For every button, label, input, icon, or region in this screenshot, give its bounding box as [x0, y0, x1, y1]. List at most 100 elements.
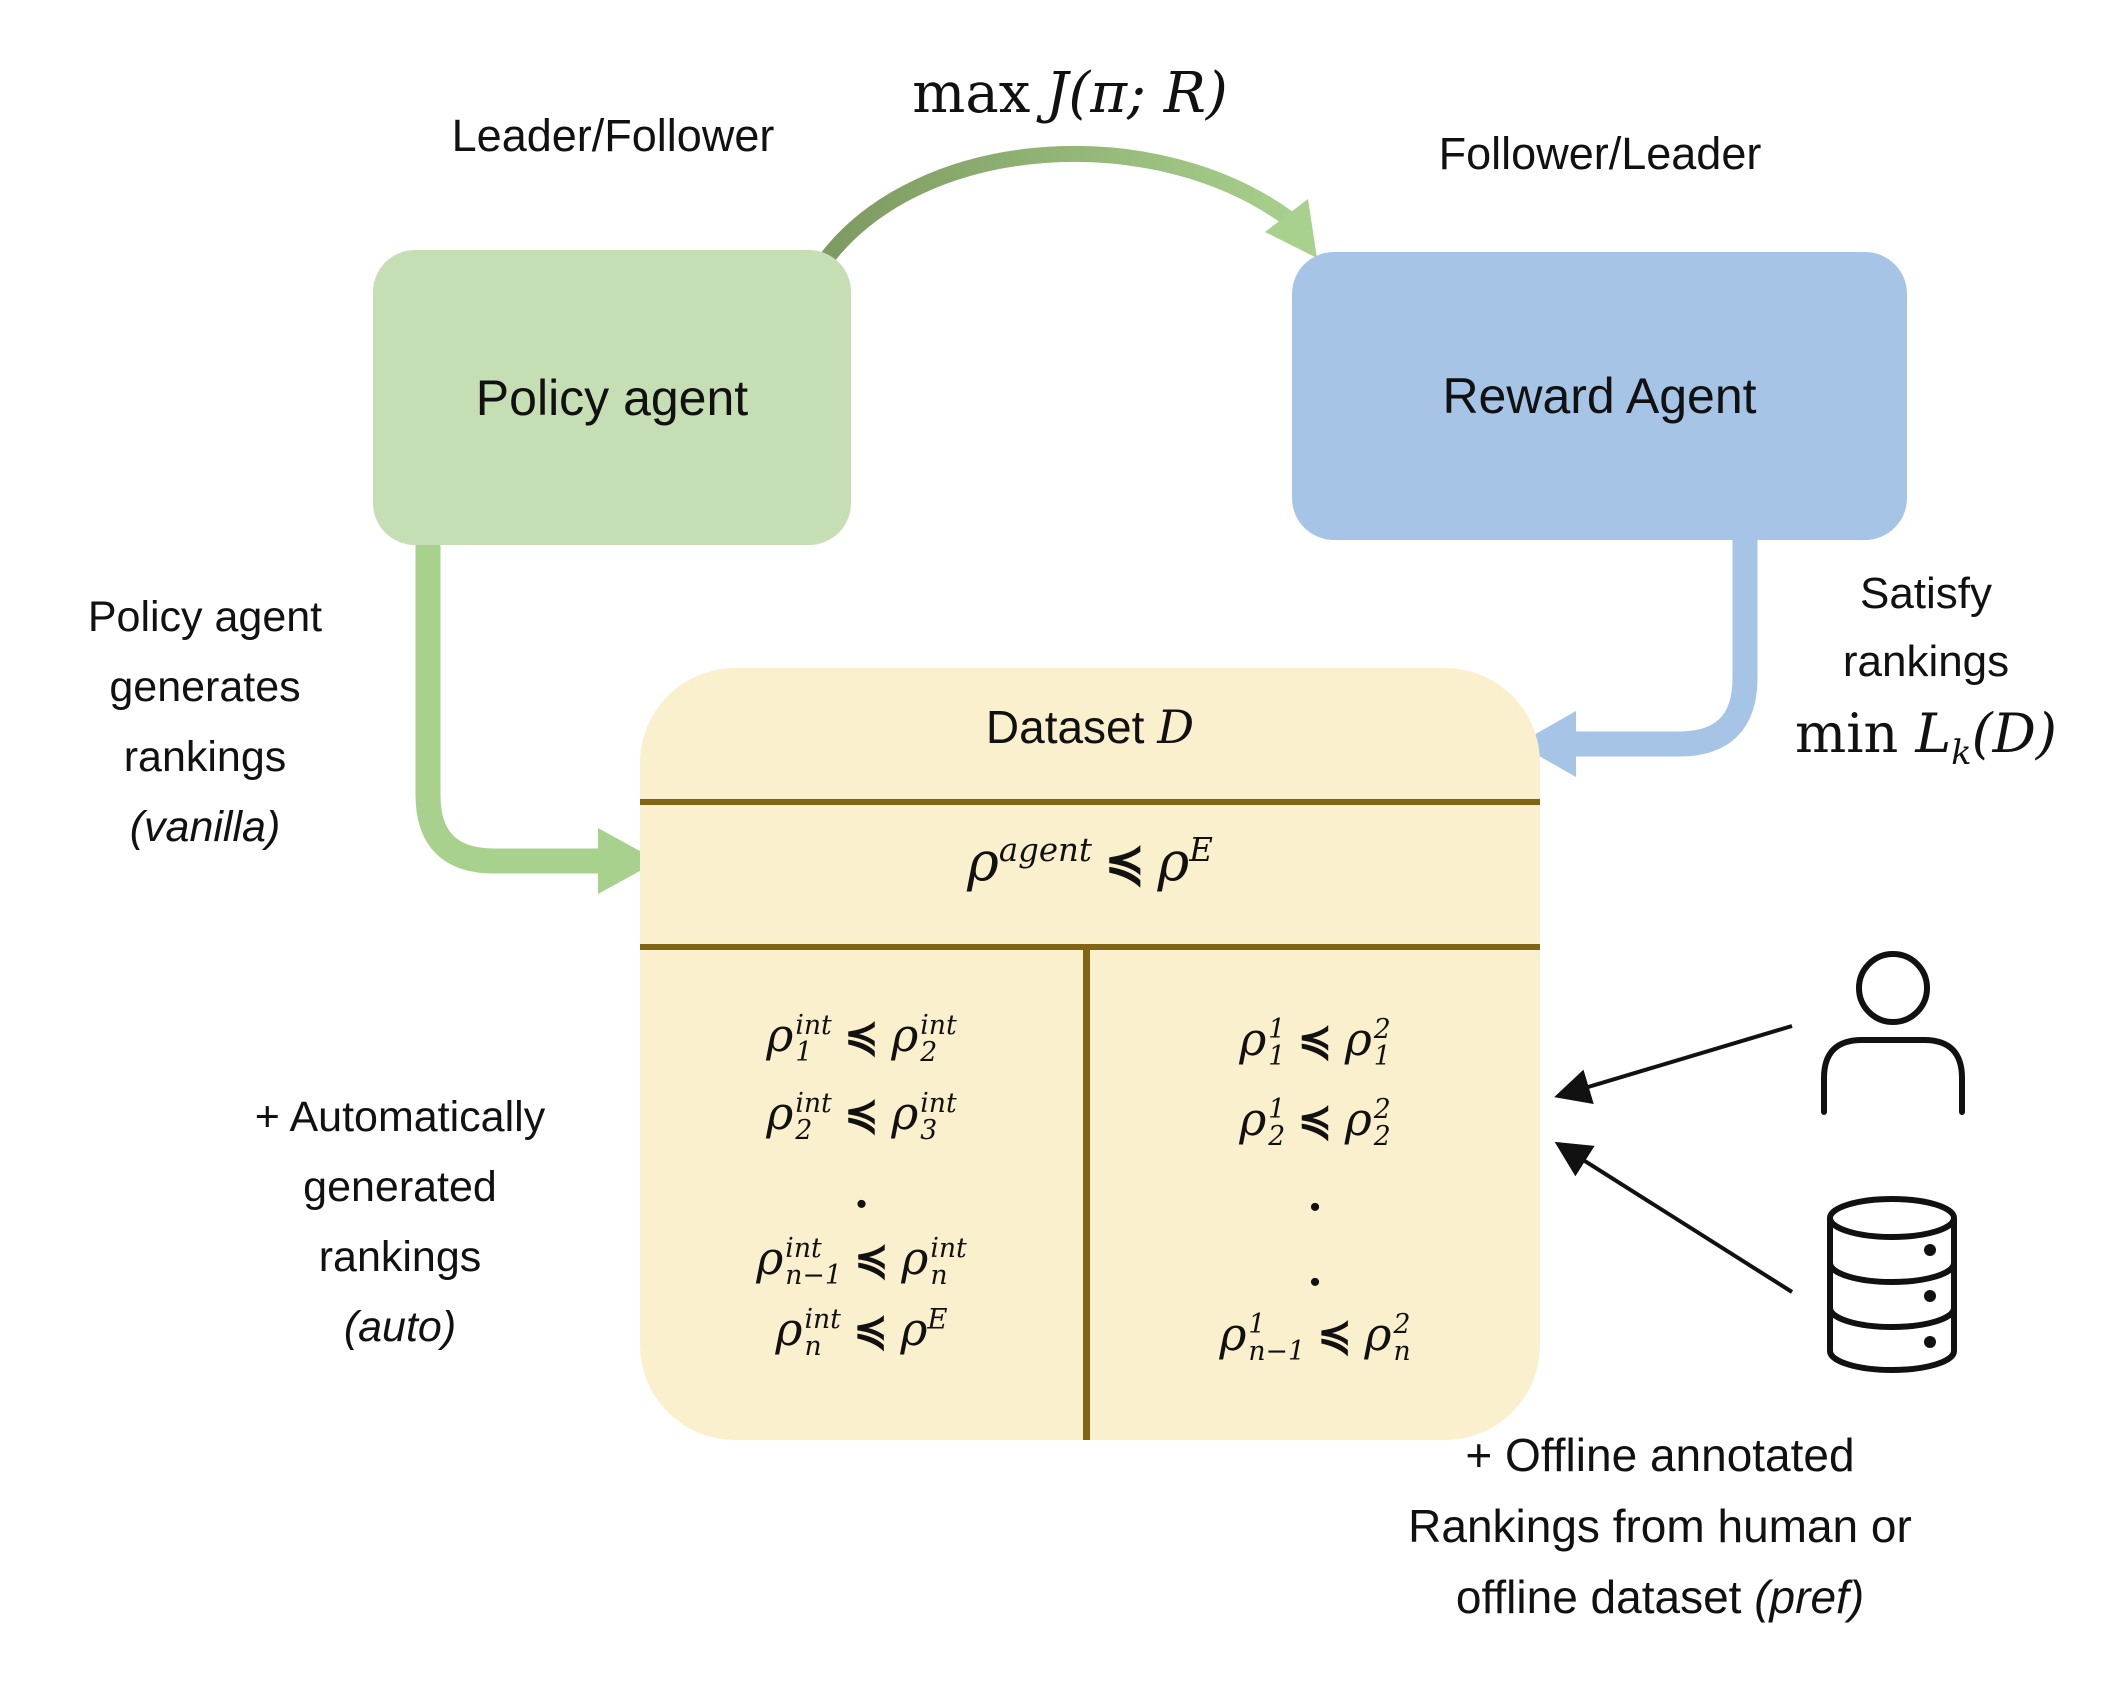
rho-subscript: 1 [1373, 1041, 1391, 1072]
auto-note-tag: (auto) [343, 1303, 457, 1351]
reward-agent-label: Reward Agent [1442, 368, 1757, 424]
rho-symbol: ρ [891, 1008, 919, 1062]
dataset-title-text: Dataset [985, 701, 1145, 753]
pref-note-text: offline dataset [1455, 1571, 1742, 1623]
objective-prefix: max [912, 61, 1031, 126]
precedes-symbol: ≼ [1316, 1310, 1353, 1360]
satisfy-note-line: rankings [1842, 637, 2010, 686]
reward-to-dataset-arrowhead [1518, 711, 1576, 777]
pref-note-line: offline dataset (pref) [1315, 1562, 2005, 1633]
precedes-symbol: ≼ [1297, 1095, 1333, 1145]
auto-note-line: generated [303, 1163, 497, 1211]
rho-symbol: ρ [1239, 1012, 1267, 1066]
loss-symbol: L [1915, 702, 1952, 765]
rho-subscript: 2 [1373, 1121, 1391, 1152]
rho-superscript: 2 [1373, 1093, 1391, 1125]
auto-note-line: + Automatically [254, 1093, 546, 1141]
policy-to-dataset-arrow [415, 540, 598, 874]
dataset-title: Dataset D [640, 700, 1540, 754]
satisfy-note: Satisfy rankings min Lk(D) [1740, 560, 2112, 787]
policy-to-dataset-arrowhead [598, 828, 658, 894]
rho-symbol: ρ [901, 1231, 929, 1285]
rho-superscript: int [795, 1087, 832, 1119]
rho-subscript: n [930, 1260, 948, 1291]
ellipsis-dot: · [853, 1179, 870, 1230]
rho-subscript: n [1393, 1336, 1411, 1367]
dataset-divider-top [640, 799, 1540, 805]
pref-note-tag: (pref) [1754, 1571, 1865, 1623]
precedes-symbol: ≼ [1297, 1015, 1333, 1065]
vanilla-note-tag: (vanilla) [129, 803, 281, 851]
pref-note-line: Rankings from human or [1408, 1500, 1912, 1552]
rho-subscript: n−1 [1248, 1336, 1305, 1367]
rho-superscript: int [920, 1009, 957, 1041]
rho-superscript: int [804, 1303, 841, 1335]
rho-symbol: ρ [1239, 1092, 1267, 1146]
rho-symbol: ρ [891, 1086, 919, 1140]
rho-superscript: 1 [1248, 1308, 1266, 1340]
vanilla-note-line: generates [109, 663, 301, 711]
reward-agent-box: Reward Agent [1292, 252, 1907, 540]
reward-to-dataset-arrow [1576, 538, 1758, 757]
rho-symbol: ρ [1364, 1307, 1392, 1361]
rho-superscript: int [785, 1232, 822, 1264]
min-prefix: min [1794, 702, 1899, 765]
rho-subscript: 2 [1268, 1121, 1286, 1152]
precedes-symbol: ≼ [853, 1234, 890, 1284]
pref-note-line: + Offline annotated [1465, 1429, 1855, 1481]
objective-math: J(π; R) [1045, 61, 1228, 126]
rho-superscript: int [930, 1232, 967, 1264]
database-icon [1827, 1196, 1957, 1373]
rho-superscript: 1 [1268, 1013, 1286, 1045]
rho-subscript: 2 [795, 1115, 813, 1146]
rho-subscript: 1 [795, 1037, 813, 1068]
person-icon [1821, 951, 1965, 1115]
loss-subscript: k [1951, 732, 1972, 772]
precedes-symbol: ≼ [852, 1305, 889, 1355]
rho-subscript: 3 [920, 1115, 938, 1146]
dataset-title-symbol: D [1157, 700, 1195, 754]
leader-follower-label: Leader/Follower [451, 110, 775, 161]
rho-symbol: ρ [775, 1302, 803, 1356]
rho-subscript: n [804, 1331, 822, 1362]
rho-superscript: int [795, 1009, 832, 1041]
rho-subscript: 2 [920, 1037, 938, 1068]
rho-superscript: 2 [1373, 1013, 1391, 1045]
auto-note: + Automatically generated rankings (auto… [205, 1082, 595, 1362]
rho-superscript: agent [998, 831, 1092, 869]
ellipsis-dot: · [1307, 1182, 1323, 1233]
rho-symbol: ρ [756, 1231, 784, 1285]
rho-superscript: 2 [1393, 1308, 1411, 1340]
vanilla-note-line: rankings [123, 733, 287, 781]
rho-symbol: ρ [1344, 1092, 1372, 1146]
dataset-column-divider [1083, 947, 1090, 1440]
rho-superscript: int [920, 1087, 957, 1119]
human-to-dataset-arrow [1554, 1024, 1793, 1105]
objective-formula: max J(π; R) [870, 60, 1270, 126]
dataset-divider-middle [640, 944, 1540, 950]
rho-superscript: 1 [1268, 1093, 1286, 1125]
rho-subscript: n−1 [785, 1260, 842, 1291]
precedes-symbol: ≼ [843, 1089, 880, 1139]
precedes-symbol: ≼ [843, 1011, 880, 1061]
satisfy-objective: min Lk(D) [1740, 700, 2112, 787]
rho-symbol: ρ [900, 1302, 928, 1356]
ellipsis-dot: · [1307, 1257, 1323, 1308]
policy-agent-box: Policy agent [373, 250, 851, 545]
rho-subscript: 1 [1268, 1041, 1286, 1072]
rho-superscript: E [927, 1302, 948, 1336]
follower-leader-label: Follower/Leader [1438, 128, 1762, 179]
rho-symbol: ρ [1157, 830, 1190, 893]
rho-symbol: ρ [1219, 1307, 1247, 1361]
rho-superscript: E [1189, 831, 1213, 869]
auto-note-line: rankings [318, 1233, 482, 1281]
